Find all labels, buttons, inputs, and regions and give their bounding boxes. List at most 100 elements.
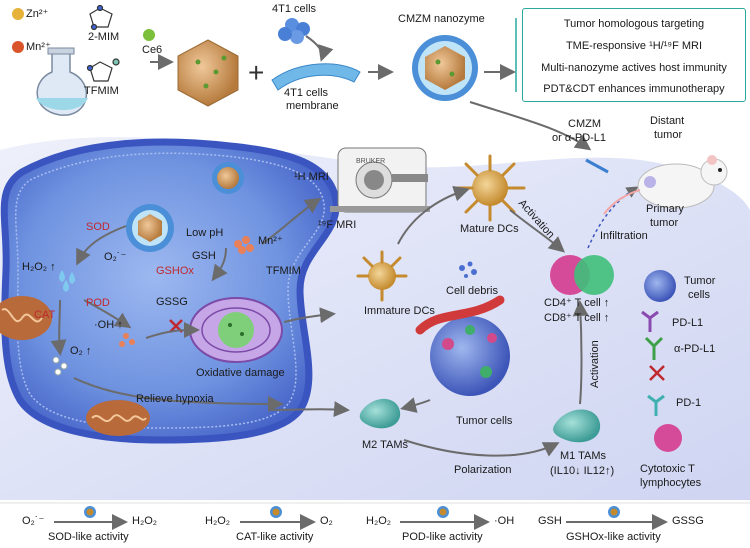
4t1-cells-icon: [278, 18, 310, 44]
feature-item: TME-responsive ¹H/¹⁹F MRI: [565, 40, 703, 52]
tumor-cells-label: Tumor cells: [456, 415, 513, 427]
mim-molecule-icon: [89, 4, 113, 31]
tfmim-label: TFMIM: [84, 85, 119, 97]
immature-dc-label: Immature DCs: [364, 305, 435, 317]
tumor-mass-icon: [430, 316, 510, 396]
bottom-from-sod: O₂˙⁻: [22, 515, 45, 527]
mn-label: Mn²⁺: [26, 41, 51, 53]
bottom-name-gshox: GSHOx-like activity: [566, 531, 661, 543]
legend-anti-pd-l1-icon: [644, 336, 664, 360]
organelle-oxidative-damage: [189, 297, 283, 363]
tfmim-molecule-icon: [86, 58, 120, 82]
legend-tumor-label-1: Tumor: [684, 275, 716, 287]
m2-label: M2 TAMs: [362, 439, 409, 451]
legend-pd-1-icon: [647, 394, 665, 416]
o2up-label: O₂ ↑: [70, 345, 92, 357]
membrane-label-1: 4T1 cells: [284, 87, 329, 99]
tfmim-release-label: TFMIM: [266, 265, 301, 277]
legend-tumor-cell-icon: [644, 270, 676, 302]
bottom-nanozyme-icons: [84, 506, 620, 518]
legend-block-cross-icon: [649, 365, 665, 381]
cd8-t-cell-icon: [574, 255, 614, 295]
mature-dc-label: Mature DCs: [460, 223, 519, 235]
ce6-label: Ce6: [142, 44, 163, 56]
cell-debris-icon: [459, 261, 477, 278]
activation-label-2: Activation: [589, 340, 601, 388]
flask-icon: [36, 47, 88, 116]
mitochondrion-icon: [0, 296, 52, 340]
pod-label: POD: [86, 297, 110, 309]
mim-label: 2-MIM: [88, 31, 120, 43]
o2-bubbles: [52, 356, 68, 376]
bottom-from-gshox: GSH: [538, 515, 562, 527]
h-mri-label: ¹H MRI: [294, 171, 329, 183]
cells-label: 4T1 cells: [272, 3, 317, 15]
legend-cytotoxic-t-icon: [654, 424, 682, 452]
cd8-label: CD8⁺ T cell ↑: [544, 312, 610, 324]
oxidative-label: Oxidative damage: [196, 367, 285, 379]
ce6-ion: [143, 29, 155, 41]
bottom-name-pod: POD-like activity: [402, 531, 483, 543]
m1-label: M1 TAMs: [560, 450, 607, 462]
primary-label-2: tumor: [650, 217, 679, 229]
mri-scanner-icon: [330, 147, 430, 213]
mitochondrion-icon: [86, 400, 150, 436]
bottom-to-cat: O₂: [320, 515, 333, 527]
zif-nanoparticle: [177, 39, 239, 107]
distant-label-1: Distant: [650, 115, 685, 127]
feature-item: PDT&CDT enhances immunotherapy: [543, 83, 725, 95]
gshox-label: GSHOx: [156, 265, 194, 277]
debris-label: Cell debris: [446, 285, 498, 297]
nanozyme-stream: [415, 295, 505, 335]
immature-dc-icon: [356, 250, 408, 302]
mature-dc-icon: [454, 154, 526, 222]
legend-anti-pdl1-label: α-PD-L1: [674, 343, 716, 355]
feature-item: Tumor homologous targeting: [563, 18, 705, 30]
membrane-label-2: membrane: [286, 100, 339, 112]
gsh-label: GSH: [192, 250, 216, 262]
m2-tam-icon: [359, 398, 401, 429]
bottom-name-cat: CAT-like activity: [236, 531, 314, 543]
nanozyme-label: CMZM nanozyme: [398, 13, 485, 25]
bottom-to-pod: ·OH: [494, 515, 515, 527]
plus-sign: +: [248, 57, 264, 88]
distant-label-2: tumor: [654, 129, 683, 141]
membrane-fragment: [271, 63, 361, 91]
legend-ctl-label-1: Cytotoxic T: [640, 463, 695, 475]
features-box: Tumor homologous targeting TME-responsiv…: [522, 8, 746, 102]
h2o2-label: H₂O₂ ↑: [22, 261, 56, 273]
oh-molecules: [119, 333, 135, 347]
mouse-icon: [603, 155, 728, 215]
infiltration-label: Infiltration: [600, 230, 648, 242]
legend-tumor-label-2: cells: [688, 289, 711, 301]
legend-pd-l1-icon: [641, 310, 659, 332]
syringe-icon: [585, 158, 609, 174]
legend-pd1-label: PD-1: [676, 397, 702, 409]
sod-label: SOD: [86, 221, 110, 233]
bottom-to-gshox: GSSG: [672, 515, 704, 527]
m1-sub-label: (IL10↓ IL12↑): [550, 465, 615, 477]
bottom-to-sod: H₂O₂: [132, 515, 158, 527]
cmzm-label-1: CMZM: [568, 118, 601, 130]
mn-release-label: Mn²⁺: [258, 235, 283, 247]
m1-tam-icon: [553, 409, 601, 443]
primary-label-1: Primary: [646, 203, 684, 215]
o2minus-label: O₂˙⁻: [104, 251, 127, 263]
mn-spheres: [234, 236, 254, 254]
feature-item: Multi-nanozyme actives host immunity: [541, 62, 727, 74]
legend-pdl1-label: PD-L1: [672, 317, 704, 329]
legend-ctl-label-2: lymphocytes: [640, 477, 702, 489]
gssg-label: GSSG: [156, 296, 188, 308]
cmzm-nanozyme: [412, 35, 478, 101]
cell-nanozyme: [126, 204, 174, 252]
zn-ion: [12, 8, 24, 20]
f-mri-label: ¹⁹F MRI: [318, 219, 357, 231]
bottom-name-sod: SOD-like activity: [48, 531, 129, 543]
cd4-label: CD4⁺ T cell ↑: [544, 297, 610, 309]
hypoxia-label: Relieve hypoxia: [136, 393, 214, 405]
bottom-from-pod: H₂O₂: [366, 515, 392, 527]
mn-ion: [12, 41, 24, 53]
cat-label: CAT: [34, 309, 56, 321]
cmzm-label-2: or α-PD-L1: [552, 132, 607, 144]
